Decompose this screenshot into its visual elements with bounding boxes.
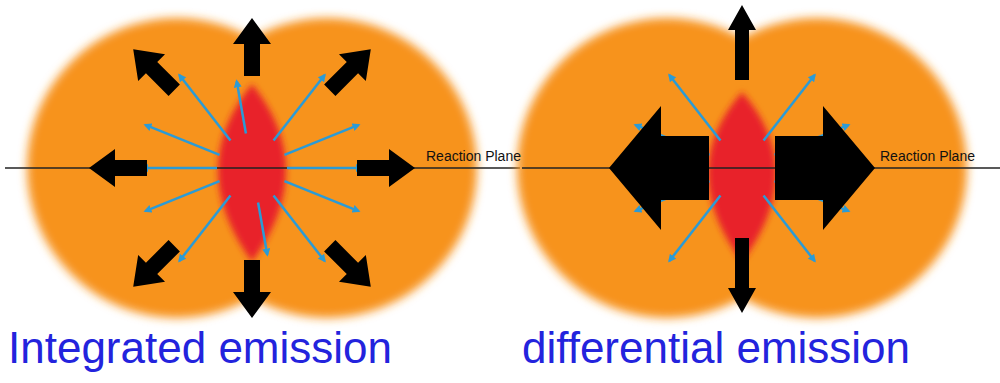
black-arrows — [609, 5, 875, 313]
blue-arrows — [142, 75, 362, 261]
panel-caption: differential emission — [522, 325, 910, 371]
panel-caption: Integrated emission — [8, 325, 392, 371]
plane-label: Reaction Plane — [426, 148, 521, 164]
plane-label: Reaction Plane — [880, 148, 975, 164]
black-arrows — [89, 18, 415, 318]
fireball — [708, 92, 776, 262]
reaction-plane-line — [522, 167, 1000, 169]
fireball — [218, 84, 286, 262]
reaction-plane-line — [5, 167, 520, 169]
